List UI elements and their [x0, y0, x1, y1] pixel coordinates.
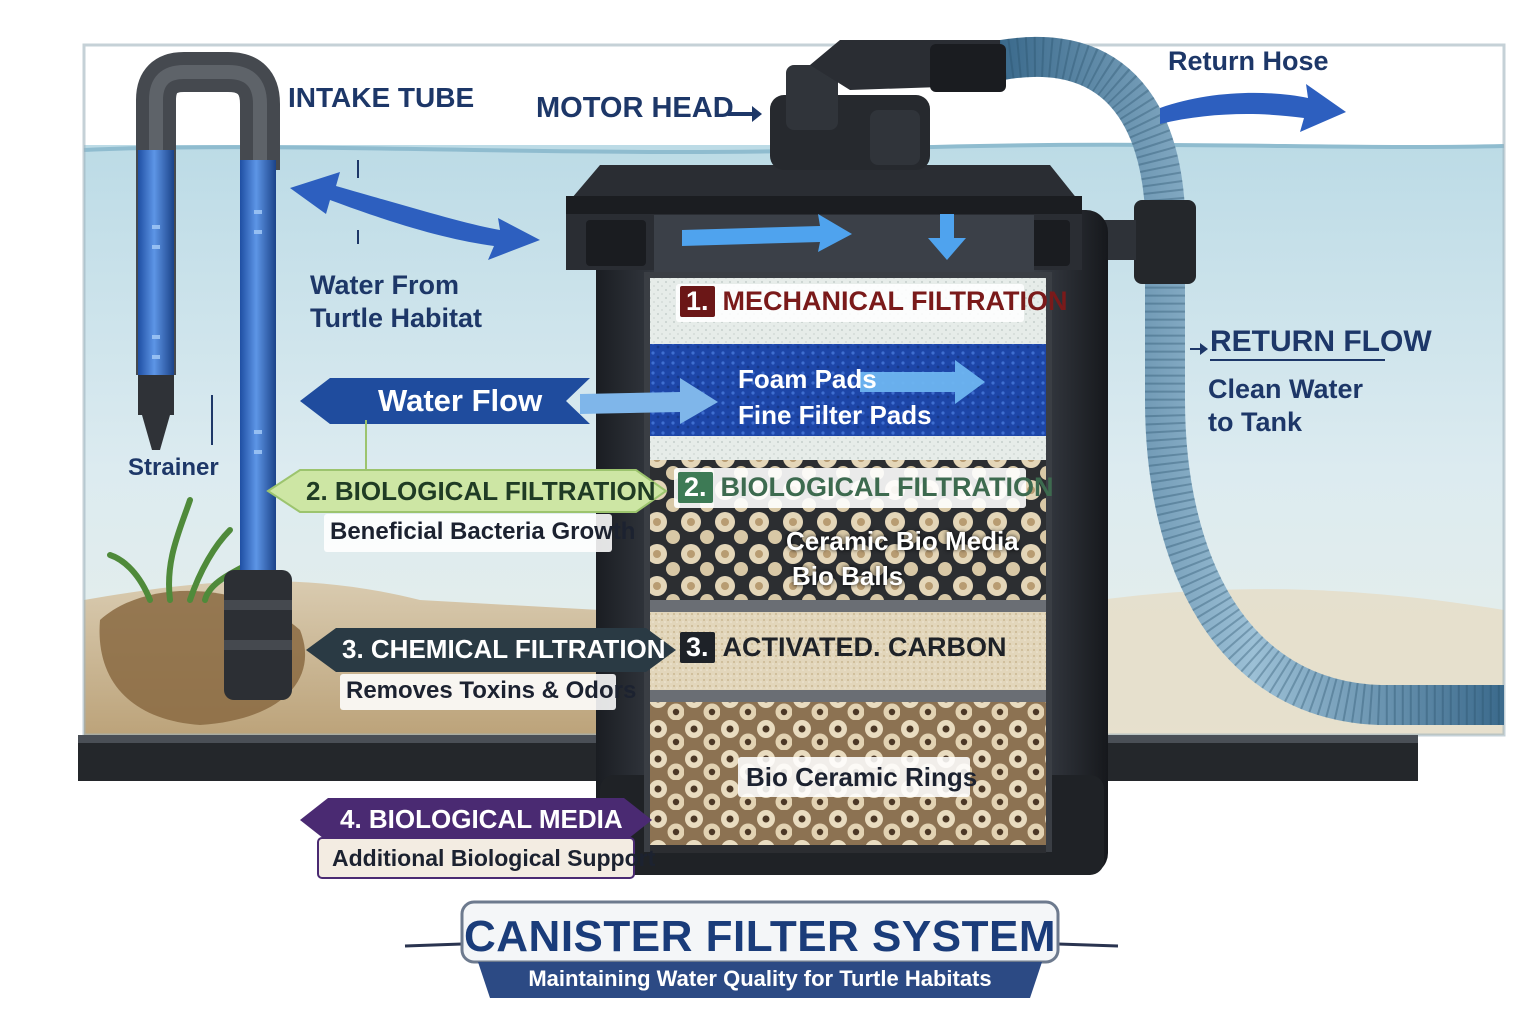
bio-callout-banner	[266, 469, 668, 513]
bio-media-callout-title: 4. BIOLOGICAL MEDIA	[340, 804, 623, 834]
chemical-callout-banner	[306, 628, 676, 672]
carbon-layer	[650, 612, 1046, 692]
return-flow-line2: to Tank	[1208, 407, 1302, 437]
mechanical-title-text: MECHANICAL FILTRATION	[722, 286, 1068, 316]
return-arrow-icon	[1190, 343, 1208, 355]
strainer-body	[138, 375, 174, 415]
intake-tube-left	[138, 150, 174, 375]
strainer-tip	[142, 415, 170, 450]
intake-tube-label: INTAKE TUBE	[288, 82, 475, 113]
return-flow-line1: Clean Water	[1208, 374, 1364, 404]
water-from-label-line1: Water From	[310, 270, 460, 300]
chemical-callout-title: 3. CHEMICAL FILTRATION	[342, 634, 666, 664]
bio-balls-label: Bio Balls	[792, 561, 904, 591]
carbon-title: 3.ACTIVATED. CARBON	[680, 632, 1007, 663]
title-block: CANISTER FILTER SYSTEM Maintaining Water…	[462, 900, 1058, 1004]
water-flow-banner	[300, 378, 590, 424]
flow-arrow-icon	[290, 172, 540, 260]
bio-inner-title: 2.BIOLOGICAL FILTRATION	[678, 472, 1054, 503]
flow-arrow-icon	[928, 214, 966, 260]
bio-title-plate	[674, 468, 1026, 508]
bio-inner-num: 2.	[678, 472, 713, 503]
bio-callout-desc: Beneficial Bacteria Growth	[330, 518, 636, 545]
aquarium-plant	[107, 497, 258, 603]
foam-pads-label: Foam Pads	[738, 364, 877, 394]
water-flow-label: Water Flow	[378, 383, 543, 418]
return-arrow-icon	[1160, 84, 1346, 132]
return-hose-label: Return Hose	[1168, 46, 1329, 76]
carbon-title-text: ACTIVATED. CARBON	[722, 632, 1007, 662]
motor-head-label: MOTOR HEAD	[536, 92, 734, 124]
page-subtitle: Maintaining Water Quality for Turtle Hab…	[528, 966, 992, 991]
ceramic-bio-label: Ceramic Bio Media	[786, 526, 1019, 556]
flow-arrow-icon	[860, 360, 985, 404]
page-title: CANISTER FILTER SYSTEM	[464, 912, 1056, 961]
fine-pad	[650, 436, 1046, 460]
bio-inner-title-text: BIOLOGICAL FILTRATION	[720, 472, 1054, 502]
intake-coupler	[224, 570, 292, 700]
flow-arrow-icon	[682, 214, 852, 252]
mechanical-title-plate	[676, 284, 1024, 322]
return-hose	[998, 36, 1504, 725]
subtitle-plate	[478, 962, 1042, 998]
water-from-label-line2: Turtle Habitat	[310, 303, 483, 333]
bio-callout-title: 2. BIOLOGICAL FILTRATION	[306, 476, 656, 506]
bio-media-callout-desc: Additional Biological Support	[332, 845, 656, 871]
motor-arrow-icon	[728, 106, 762, 122]
rings-label-plate	[738, 757, 970, 797]
bio-callout-desc-plate	[324, 514, 612, 552]
chemical-callout-desc: Removes Toxins & Odors	[346, 677, 637, 704]
hose-connector	[1134, 200, 1196, 284]
bio-media-callout-banner	[300, 798, 652, 842]
mechanical-title: 1.MECHANICAL FILTRATION	[680, 286, 1068, 317]
carbon-num: 3.	[680, 632, 715, 663]
chemical-callout-desc-plate	[340, 674, 616, 710]
foam-pad	[650, 344, 1046, 450]
flow-arrow-icon	[580, 378, 718, 424]
mechanical-num: 1.	[680, 286, 715, 317]
rings-label: Bio Ceramic Rings	[746, 762, 978, 792]
fine-pads-label: Fine Filter Pads	[738, 400, 932, 430]
return-flow-title: RETURN FLOW	[1210, 325, 1432, 358]
strainer-label: Strainer	[128, 454, 219, 481]
intake-tube-right	[240, 160, 276, 570]
